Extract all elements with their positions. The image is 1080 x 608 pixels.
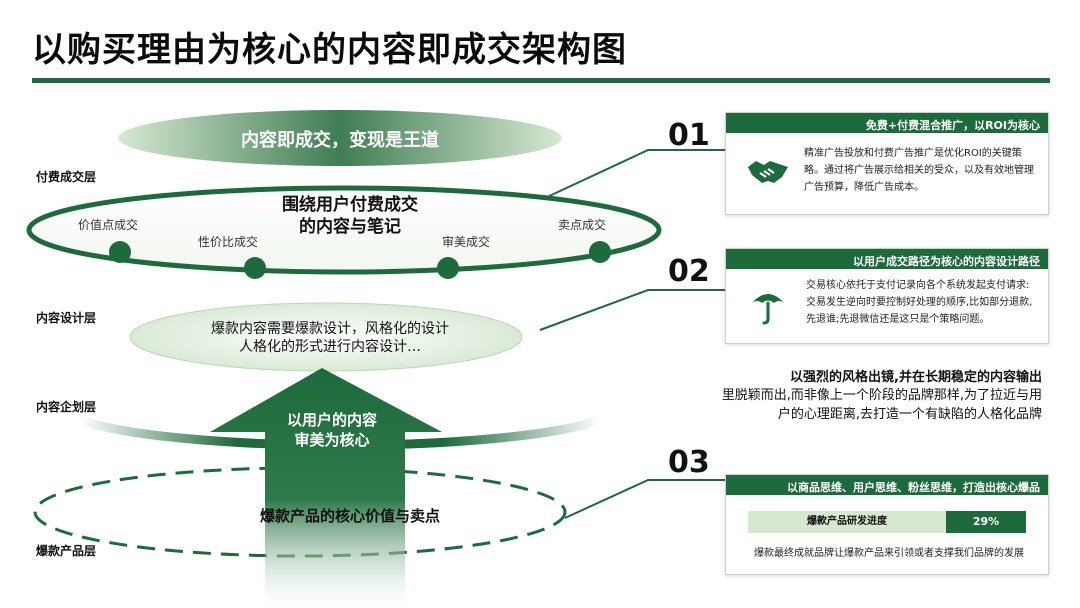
card-03: 以商品思维、用户思维、粉丝思维，打造出核心爆品 爆款产品研发进度 29% 爆款最… xyxy=(725,474,1049,575)
card-01-header: 免费+付费混合推广，以ROI为核心 xyxy=(726,113,1048,133)
ring-dot-3 xyxy=(437,257,459,279)
card-02-text: 交易核心依托于支付记录向各个系统发起支付请求: 交易发生逆向时要控制好处理的顺序… xyxy=(806,280,1033,325)
card-01: 免费+付费混合推广，以ROI为核心 精准广告投放和付费广告推广是优化ROI的关键… xyxy=(725,112,1049,215)
card-03-text: 爆款最终成就品牌让爆款产品来引领或者支撑我们品牌的发展 xyxy=(754,548,1024,559)
point-selling: 卖点成交 xyxy=(558,218,607,232)
design-ellipse-text: 爆款内容需要爆款设计，风格化的设计 人格化的形式进行内容设计… xyxy=(211,321,449,355)
section-num-01: 01 xyxy=(668,118,710,153)
layer-label-paid: 付费成交层 xyxy=(36,170,97,184)
ring-dot-1 xyxy=(109,241,131,263)
section-num-03: 03 xyxy=(668,445,710,480)
progress-value: 29% xyxy=(946,511,1026,533)
point-aesthetic: 审美成交 xyxy=(442,235,491,249)
progress-track: 爆款产品研发进度 29% xyxy=(748,511,1026,533)
paid-ring xyxy=(26,185,662,275)
arrow-text: 以用户的内容 审美为核心 xyxy=(286,411,377,449)
progress-label: 爆款产品研发进度 xyxy=(807,516,887,527)
point-cost-performance: 性价比成交 xyxy=(198,235,259,249)
layer-label-planning: 内容企划层 xyxy=(36,400,97,414)
section-num-02: 02 xyxy=(668,254,710,289)
style-note-title: 以强烈的风格出镜,并在长期稳定的内容输出 xyxy=(790,370,1042,385)
title-divider xyxy=(32,78,1050,83)
style-note-body: 里脱颖而出,而非像上一个阶段的品牌那样,为了拉近与用户的心理距离,去打造一个有缺… xyxy=(721,388,1042,422)
layer-label-product: 爆款产品层 xyxy=(36,544,97,558)
ring-center-text: 围绕用户付费成交 的内容与笔记 xyxy=(282,195,418,237)
connector-01 xyxy=(544,149,730,199)
ring-dot-2 xyxy=(244,257,266,279)
ring-dot-4 xyxy=(589,241,611,263)
card-01-text: 精准广告投放和付费广告推广是优化ROI的关键策略。通过将广告展示给相关的受众，以… xyxy=(804,148,1034,193)
card-02: 以用户成交路径为核心的内容设计路径 交易核心依托于支付记录向各个系统发起支付请求… xyxy=(725,248,1049,344)
connector-02 xyxy=(539,289,730,331)
handshake-icon xyxy=(746,153,790,193)
card-02-header: 以用户成交路径为核心的内容设计路径 xyxy=(726,249,1048,269)
page-title: 以购买理由为核心的内容即成交架构图 xyxy=(32,30,627,70)
point-value: 价值点成交 xyxy=(78,218,139,232)
connector-03 xyxy=(564,479,730,519)
up-arrow xyxy=(210,368,442,608)
top-ellipse-text: 内容即成交，变现是王道 xyxy=(241,130,439,151)
card-03-header: 以商品思维、用户思维、粉丝思维，打造出核心爆品 xyxy=(726,475,1048,495)
product-text: 爆款产品的核心价值与卖点 xyxy=(259,507,440,525)
layer-label-design: 内容设计层 xyxy=(36,311,97,325)
umbrella-icon xyxy=(750,285,786,329)
top-ellipse xyxy=(118,110,562,166)
